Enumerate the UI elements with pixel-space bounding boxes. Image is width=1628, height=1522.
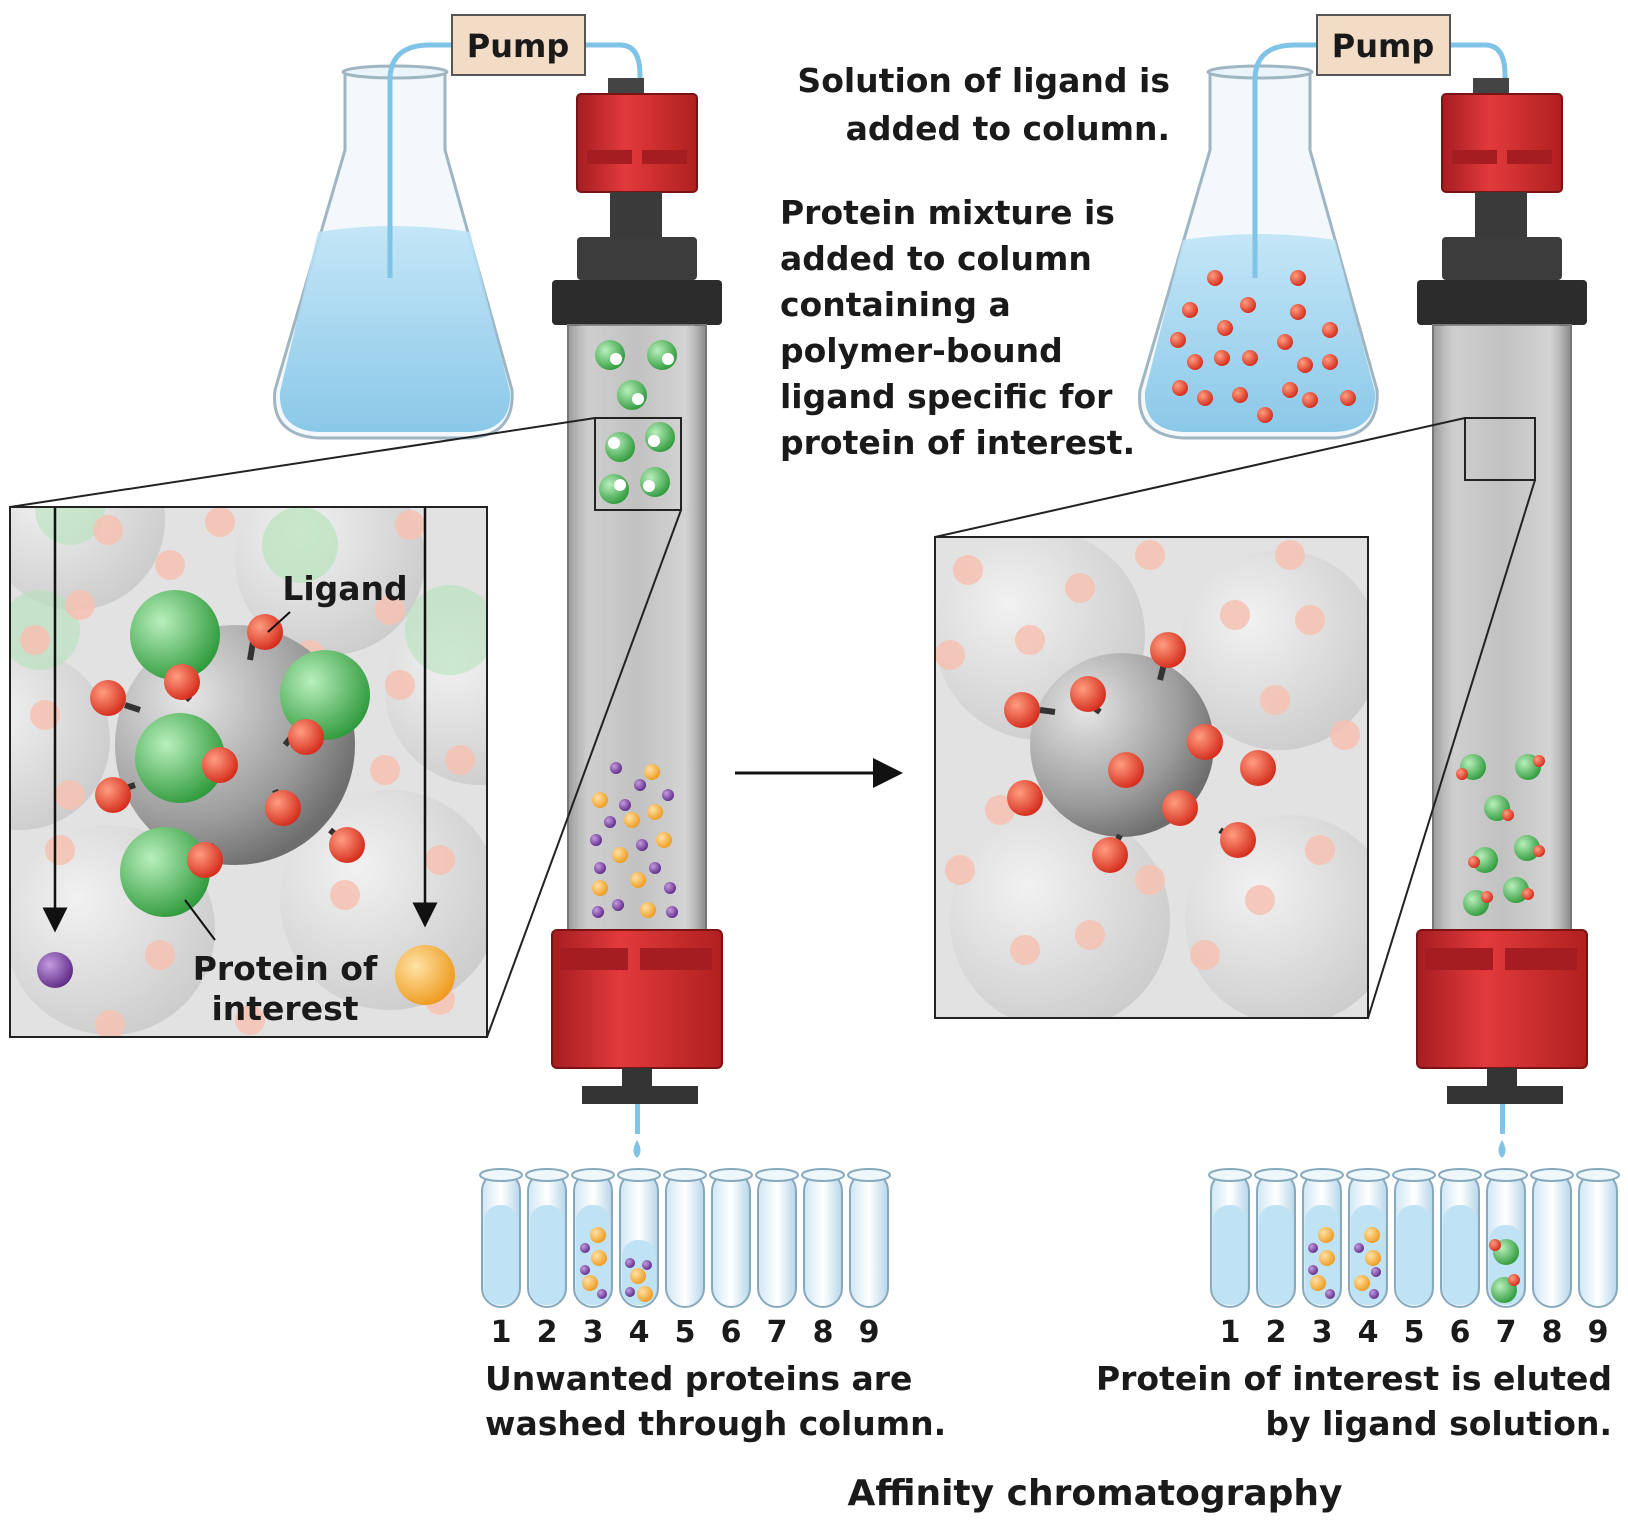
right-flask [1138, 64, 1379, 440]
left-tubing [387, 42, 643, 278]
inset-ligand-label: Ligand [282, 569, 407, 608]
left-tube-number-4: 4 [629, 1315, 650, 1350]
step2-line1: Protein mixture is [780, 193, 1115, 232]
left-pump [451, 14, 586, 76]
left-column [551, 78, 723, 1158]
right-column [1416, 78, 1588, 1158]
right-tube-8 [1530, 1168, 1574, 1308]
left-tube-4 [617, 1168, 661, 1308]
right-tube-3 [1300, 1168, 1344, 1308]
left-tube-7 [755, 1168, 799, 1308]
left-caption-line2: washed through column. [485, 1404, 946, 1443]
right-tubing [1252, 42, 1508, 278]
step1-line1: Solution of ligand is [797, 61, 1170, 100]
right-tube-5 [1392, 1168, 1436, 1308]
left-tube-number-9: 9 [859, 1315, 880, 1350]
right-tube-9 [1576, 1168, 1620, 1308]
right-caption-line2: by ligand solution. [1265, 1404, 1612, 1443]
left-column-bound-proteins [594, 340, 682, 511]
inset-protein-label-line2: interest [211, 989, 358, 1028]
left-tube-number-7: 7 [767, 1315, 788, 1350]
right-tube-number-5: 5 [1404, 1315, 1425, 1350]
step2-line4: polymer-bound [780, 331, 1063, 370]
left-tube-number-5: 5 [675, 1315, 696, 1350]
right-tube-number-7: 7 [1496, 1315, 1517, 1350]
left-tube-2 [525, 1168, 569, 1308]
right-tube-6 [1438, 1168, 1482, 1308]
left-tube-number-3: 3 [583, 1315, 604, 1350]
right-tube-number-4: 4 [1358, 1315, 1379, 1350]
right-tube-number-3: 3 [1312, 1315, 1333, 1350]
left-zoom-line-bottom [486, 509, 682, 1038]
left-tube-1 [479, 1168, 523, 1308]
left-tube-9 [847, 1168, 891, 1308]
left-tube-6 [709, 1168, 753, 1308]
left-tube-number-8: 8 [813, 1315, 834, 1350]
left-caption-line1: Unwanted proteins are [485, 1359, 912, 1398]
right-tube-1 [1208, 1168, 1252, 1308]
right-inset [934, 536, 1369, 1019]
right-column-eluted-proteins [1456, 754, 1545, 916]
right-tube-number-9: 9 [1588, 1315, 1609, 1350]
step2-line3: containing a [780, 285, 1011, 324]
left-inset [9, 506, 488, 1038]
right-test-tubes [1208, 1168, 1620, 1308]
right-tube-7 [1484, 1168, 1528, 1308]
step2-line2: added to column [780, 239, 1092, 278]
left-tube-8 [801, 1168, 845, 1308]
right-tube-4 [1346, 1168, 1390, 1308]
right-pump [1316, 14, 1451, 76]
right-tube-number-2: 2 [1266, 1315, 1287, 1350]
step1-line2: added to column. [846, 109, 1170, 148]
right-zoom-line-top [934, 417, 1466, 538]
right-tube-2 [1254, 1168, 1298, 1308]
left-column-unwanted-proteins [590, 762, 678, 918]
left-tube-number-6: 6 [721, 1315, 742, 1350]
left-tube-numbers: 1 2 3 4 5 6 7 8 9 [491, 1315, 880, 1350]
left-tube-number-1: 1 [491, 1315, 512, 1350]
left-tube-5 [663, 1168, 707, 1308]
right-tube-number-6: 6 [1450, 1315, 1471, 1350]
figure-title: Affinity chromatography [847, 1473, 1342, 1514]
right-zoom-line-bottom [1367, 479, 1536, 1019]
right-tube-number-8: 8 [1542, 1315, 1563, 1350]
left-test-tubes [479, 1168, 891, 1308]
right-tube-numbers: 1 2 3 4 5 6 7 8 9 [1220, 1315, 1609, 1350]
left-tube-3 [571, 1168, 615, 1308]
left-tube-number-2: 2 [537, 1315, 558, 1350]
right-caption-line1: Protein of interest is eluted [1096, 1359, 1612, 1398]
right-pump-label: Pump [1332, 27, 1434, 65]
left-zoom-line-top [9, 417, 596, 508]
left-flask [273, 64, 514, 440]
right-tube-number-1: 1 [1220, 1315, 1241, 1350]
inset-protein-label-line1: Protein of [193, 949, 378, 988]
step2-line6: protein of interest. [780, 423, 1135, 462]
left-pump-label: Pump [467, 27, 569, 65]
step2-line5: ligand specific for [780, 377, 1113, 416]
